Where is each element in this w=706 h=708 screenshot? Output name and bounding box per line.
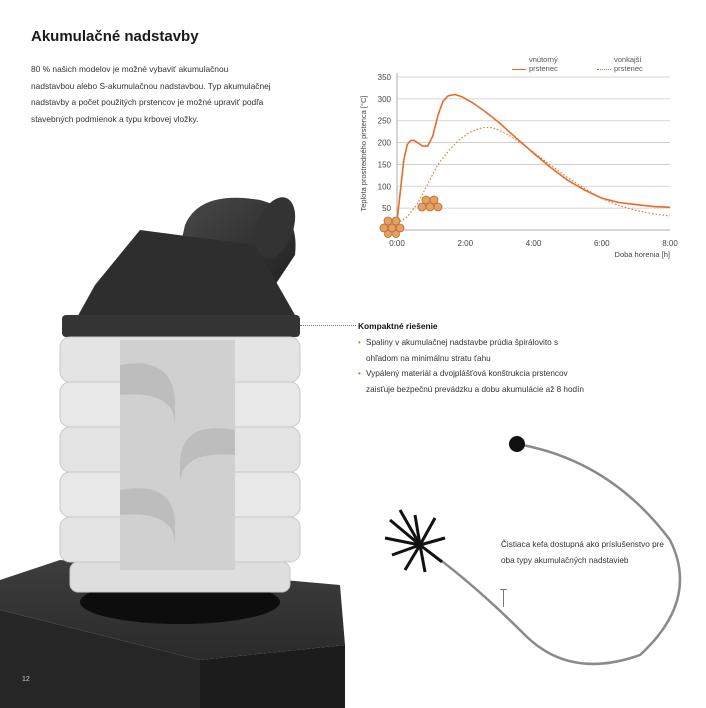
- series-inner-line: [396, 93, 671, 222]
- intro-text: 80 % našich modelov je možné vybaviť aku…: [31, 64, 271, 124]
- brush-handle-ball: [509, 436, 525, 452]
- x-axis-label: Doba horenia [h]: [615, 250, 670, 259]
- feature-list: Spaliny v akumulačnej nadstavbe prúdia š…: [358, 335, 588, 397]
- y-tick-label: 250: [378, 117, 392, 126]
- temperature-chart: 50 100 150 200 250 300 350 0:00 2:00 4:00 6:00 8:00…: [354, 50, 684, 270]
- spiral-baffle-3: [120, 488, 175, 545]
- base-front: [0, 610, 200, 708]
- y-tick-label: 100: [378, 182, 392, 191]
- x-tick-label: 0:00: [389, 239, 405, 248]
- feature-block: Kompaktné riešenie Spaliny v akumulačnej…: [358, 321, 588, 397]
- y-tick-label: 50: [382, 204, 391, 213]
- spiral-baffle-2: [180, 428, 235, 485]
- chart-svg: 50 100 150 200 250 300 350 0:00 2:00 4:00 6:00 8:00…: [359, 73, 678, 259]
- heat-storage-illustration: [0, 197, 345, 708]
- feature-bullet: Spaliny v akumulačnej nadstavbe prúdia š…: [358, 335, 588, 366]
- brush-cable: [419, 442, 682, 666]
- x-tick-label: 2:00: [457, 239, 473, 248]
- cap-band: [62, 315, 300, 337]
- y-axis-label: Teplota prostredného prstenca [°C]: [359, 96, 368, 212]
- legend-outer: vonkajší prstenec: [597, 55, 657, 73]
- page-number: 12: [22, 676, 30, 683]
- brush-marker: [500, 589, 507, 607]
- legend-inner-swatch: [512, 69, 526, 70]
- legend-outer-swatch: [597, 69, 611, 70]
- feature-leader-line: [300, 325, 356, 326]
- base-side: [200, 645, 345, 708]
- y-tick-label: 200: [378, 139, 392, 148]
- legend-inner-label: vnútorný prstenec: [529, 55, 558, 73]
- chimney-brush-icon: [384, 436, 682, 666]
- x-tick-label: 4:00: [526, 239, 542, 248]
- legend-inner: vnútorný prstenec: [512, 55, 574, 73]
- brush-caption: Čistiaca kefa dostupná ako príslušenstvo…: [501, 540, 664, 565]
- x-tick-label: 8:00: [662, 239, 678, 248]
- brush-head: [384, 509, 446, 573]
- spiral-baffle-1: [120, 363, 175, 425]
- top-cap: [70, 230, 295, 335]
- feature-heading: Kompaktné riešenie: [358, 321, 438, 331]
- feature-bullet: Vypálený materiál a dvojplášťová konštru…: [358, 366, 588, 397]
- y-tick-label: 350: [378, 73, 392, 82]
- legend-outer-label: vonkajší prstenec: [614, 55, 643, 73]
- y-tick-label: 150: [378, 160, 392, 169]
- x-tick-label: 6:00: [594, 239, 610, 248]
- firewood-logs-icon: [379, 195, 443, 238]
- y-tick-label: 300: [378, 95, 392, 104]
- page-title: Akumulačné nadstavby: [31, 28, 199, 45]
- pipe-rim: [254, 197, 296, 259]
